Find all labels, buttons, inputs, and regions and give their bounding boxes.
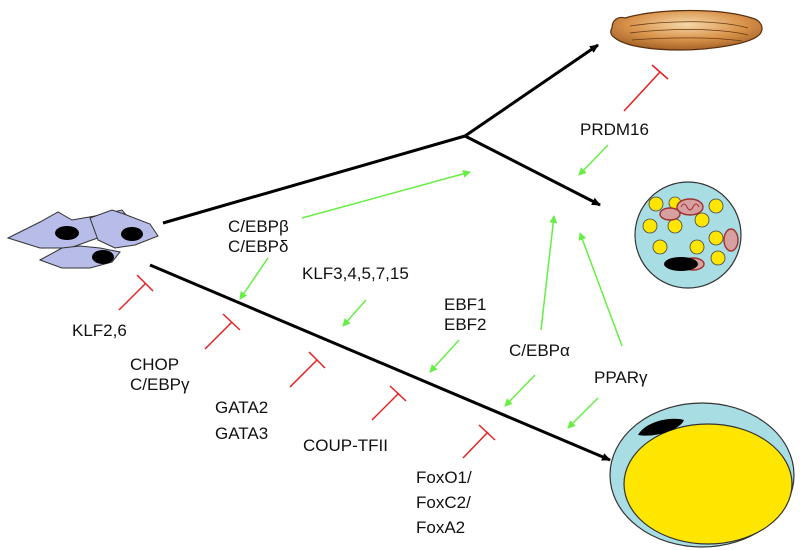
prdm16-to-brown-arrow [578,144,609,176]
chop-cebp-gamma-label: CHOP C/EBPγ [130,355,190,395]
ebf-arrow [429,339,460,373]
coup-tfii-label: COUP-TFII [303,436,388,455]
lineage-to-branch [162,134,466,225]
fox-inhibition [462,424,496,459]
lineage-to-white [149,263,611,462]
ppar-gamma-to-white-arrow [567,397,599,429]
cebp-alpha-to-brown-arrow [540,215,558,331]
gata3-label: GATA3 [215,424,269,443]
cebp-alpha-label: C/EBPα [509,341,570,360]
foxo1-label: FoxO1/ [416,468,472,487]
cebp-gamma-label: C/EBPγ [130,375,190,394]
chop-label: CHOP [130,355,180,374]
klf26-label: KLF2,6 [72,321,127,340]
ebf2-label: EBF2 [444,315,487,334]
chop-cebp-gamma-inhibition [204,313,241,350]
prdm16-muscle-inhibition [623,64,669,112]
coup-tfii-inhibition [371,385,407,421]
ppar-gamma-to-brown-arrow [578,232,623,347]
inhibitor-lines [118,64,669,459]
fox-label: FoxO1/ FoxC2/ FoxA2 [416,465,472,540]
ebf1-label: EBF1 [444,295,487,314]
cebp-beta-delta-to-branch-arrow [301,169,471,219]
cebp-beta-delta-label: C/EBPβ C/EBPδ [228,217,289,257]
lineage-to-muscle [464,43,599,138]
prdm16-label: PRDM16 [580,120,649,139]
cebp-beta-label: C/EBPβ [228,217,289,236]
cebp-alpha-to-white-arrow [504,374,536,407]
klf-pro-label: KLF3,4,5,7,15 [302,264,409,283]
cebp-beta-delta-to-lineage-arrow [239,257,269,300]
foxa2-label: FoxA2 [416,518,466,537]
ppar-gamma-label: PPARγ [594,368,648,387]
klf-pro-arrow [342,299,367,327]
white-adipocyte [609,402,795,548]
foxc2-label: FoxC2/ [416,493,471,512]
gata-inhibition [289,351,326,388]
ebf-label: EBF1 EBF2 [444,295,487,335]
activator-arrows [239,144,623,429]
lineage-to-brown [464,134,601,207]
klf26-inhibition [118,274,154,311]
gata2-label: GATA2 [215,398,269,417]
gata-label: GATA2 GATA3 [215,398,268,444]
cebp-delta-label: C/EBPδ [228,237,289,256]
brown-adipocyte [634,181,742,289]
lineage-arrows [149,43,611,462]
muscle-cell [610,9,763,51]
mesenchymal-cells [6,209,159,269]
